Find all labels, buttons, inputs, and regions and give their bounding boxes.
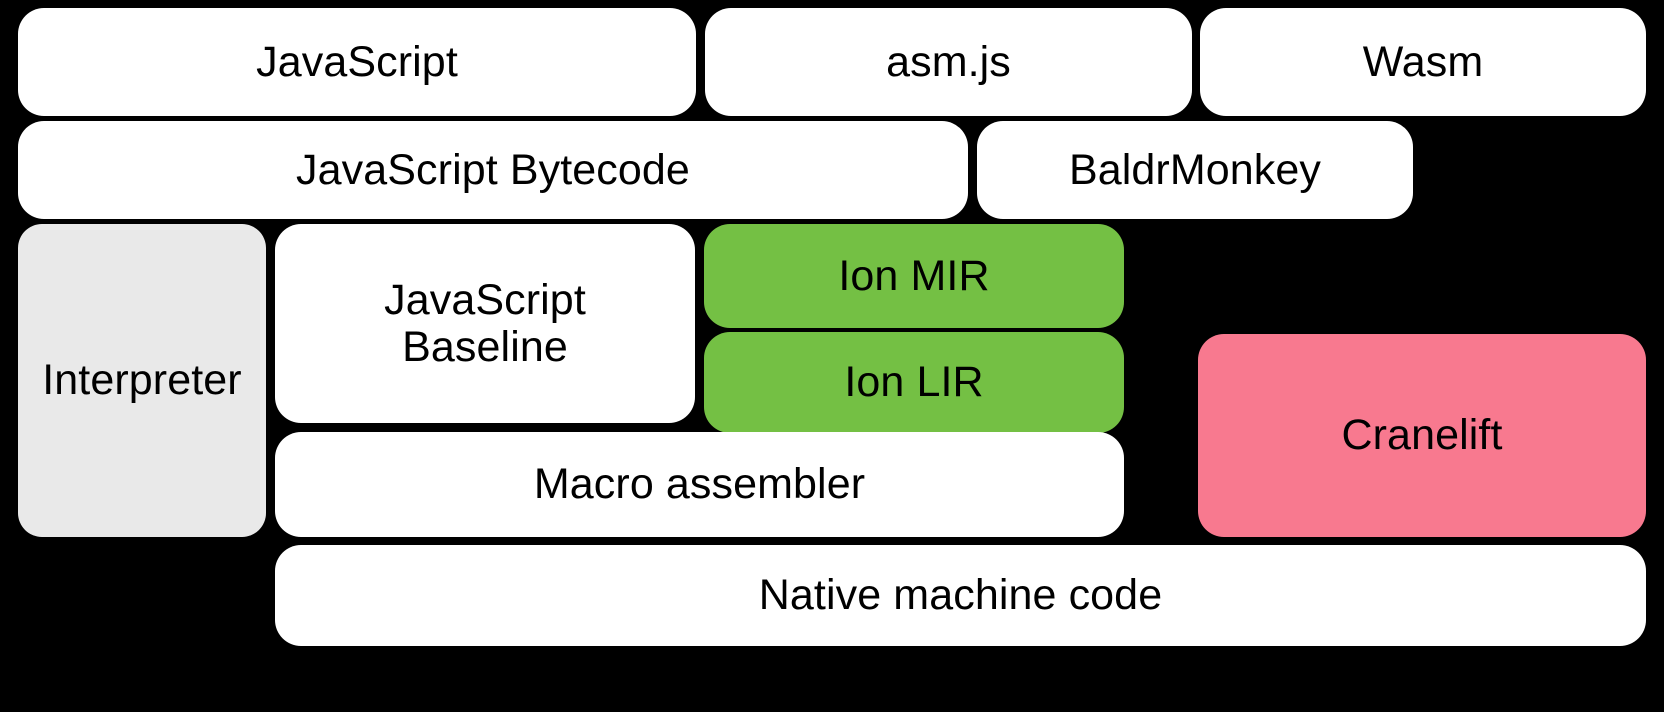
node-javascript: JavaScript <box>18 8 696 116</box>
node-interpreter: Interpreter <box>18 224 266 537</box>
node-wasm: Wasm <box>1200 8 1646 116</box>
node-cranelift: Cranelift <box>1198 334 1646 537</box>
node-ion-mir: Ion MIR <box>704 224 1124 328</box>
node-macro-assembler: Macro assembler <box>275 432 1124 537</box>
node-javascript-baseline: JavaScript Baseline <box>275 224 695 423</box>
node-baldrmonkey: BaldrMonkey <box>977 121 1413 219</box>
node-native-machine-code: Native machine code <box>275 545 1646 646</box>
node-javascript-bytecode: JavaScript Bytecode <box>18 121 968 219</box>
node-asmjs: asm.js <box>705 8 1192 116</box>
node-ion-lir: Ion LIR <box>704 332 1124 433</box>
